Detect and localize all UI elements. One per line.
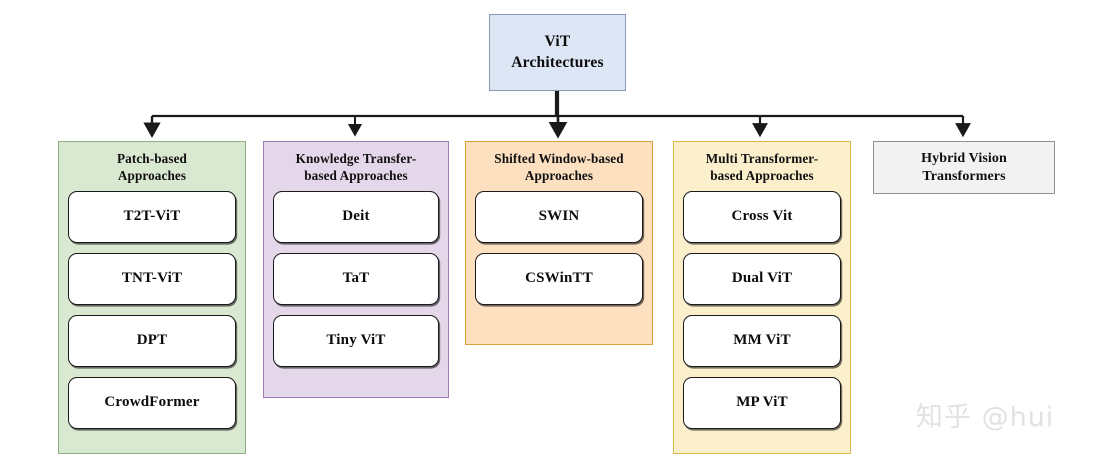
model-node[interactable]: Deit: [273, 190, 439, 243]
category-header-line1: Patch-based: [117, 151, 187, 166]
model-node[interactable]: CSWinTT: [475, 252, 643, 305]
root-node-vit-architectures[interactable]: ViT Architectures: [489, 14, 626, 91]
root-node-label-line1: ViT: [544, 33, 571, 51]
model-node-label: TaT: [342, 270, 370, 287]
model-node[interactable]: MP ViT: [683, 376, 841, 429]
model-node-label: MP ViT: [736, 394, 788, 411]
model-node[interactable]: TNT-ViT: [68, 252, 236, 305]
model-node[interactable]: CrowdFormer: [68, 376, 236, 429]
category-header-knowledge-transfer-based: Knowledge Transfer-based Approaches: [264, 142, 448, 191]
model-node[interactable]: Tiny ViT: [273, 314, 439, 367]
model-node[interactable]: MM ViT: [683, 314, 841, 367]
category-header-line1: Multi Transformer-: [705, 151, 819, 166]
root-node-label-line2: Architectures: [511, 53, 604, 71]
model-node-label: Deit: [342, 208, 370, 225]
category-header-line2: based Approaches: [710, 167, 814, 183]
model-node[interactable]: SWIN: [475, 190, 643, 243]
category-header-line1: Shifted Window-based: [494, 151, 624, 166]
watermark: 知乎 @hui: [916, 402, 1055, 433]
model-node-label: MM ViT: [733, 332, 791, 349]
model-node-label: TNT-ViT: [121, 270, 183, 287]
model-node-label: CSWinTT: [525, 270, 593, 287]
model-node-label: CrowdFormer: [104, 394, 200, 411]
category-items-patch-based: T2T-ViT TNT-ViT DPT CrowdFormer: [59, 190, 245, 438]
model-node-label: T2T-ViT: [123, 208, 181, 225]
model-node[interactable]: T2T-ViT: [68, 190, 236, 243]
root-node-label: ViT Architectures: [511, 32, 603, 72]
category-header-line2: Approaches: [524, 167, 594, 183]
model-node[interactable]: TaT: [273, 252, 439, 305]
category-header-line1: Knowledge Transfer-: [295, 151, 417, 166]
model-node[interactable]: Cross Vit: [683, 190, 841, 243]
category-items-shifted-window-based: SWIN CSWinTT: [466, 190, 652, 314]
model-node-label: SWIN: [538, 208, 580, 225]
model-node-label: DPT: [136, 332, 168, 349]
category-header-multi-transformer-based: Multi Transformer-based Approaches: [674, 142, 850, 191]
model-node-label: Tiny ViT: [326, 332, 386, 349]
category-header-line2: based Approaches: [304, 167, 408, 183]
model-node-label: Cross Vit: [731, 208, 793, 225]
category-header-line2: Approaches: [117, 167, 187, 183]
category-header-line1: Hybrid Vision: [921, 150, 1007, 166]
category-header-line2: Transformers: [922, 168, 1006, 184]
model-node[interactable]: DPT: [68, 314, 236, 367]
model-node-label: Dual ViT: [731, 270, 793, 287]
model-node[interactable]: Dual ViT: [683, 252, 841, 305]
